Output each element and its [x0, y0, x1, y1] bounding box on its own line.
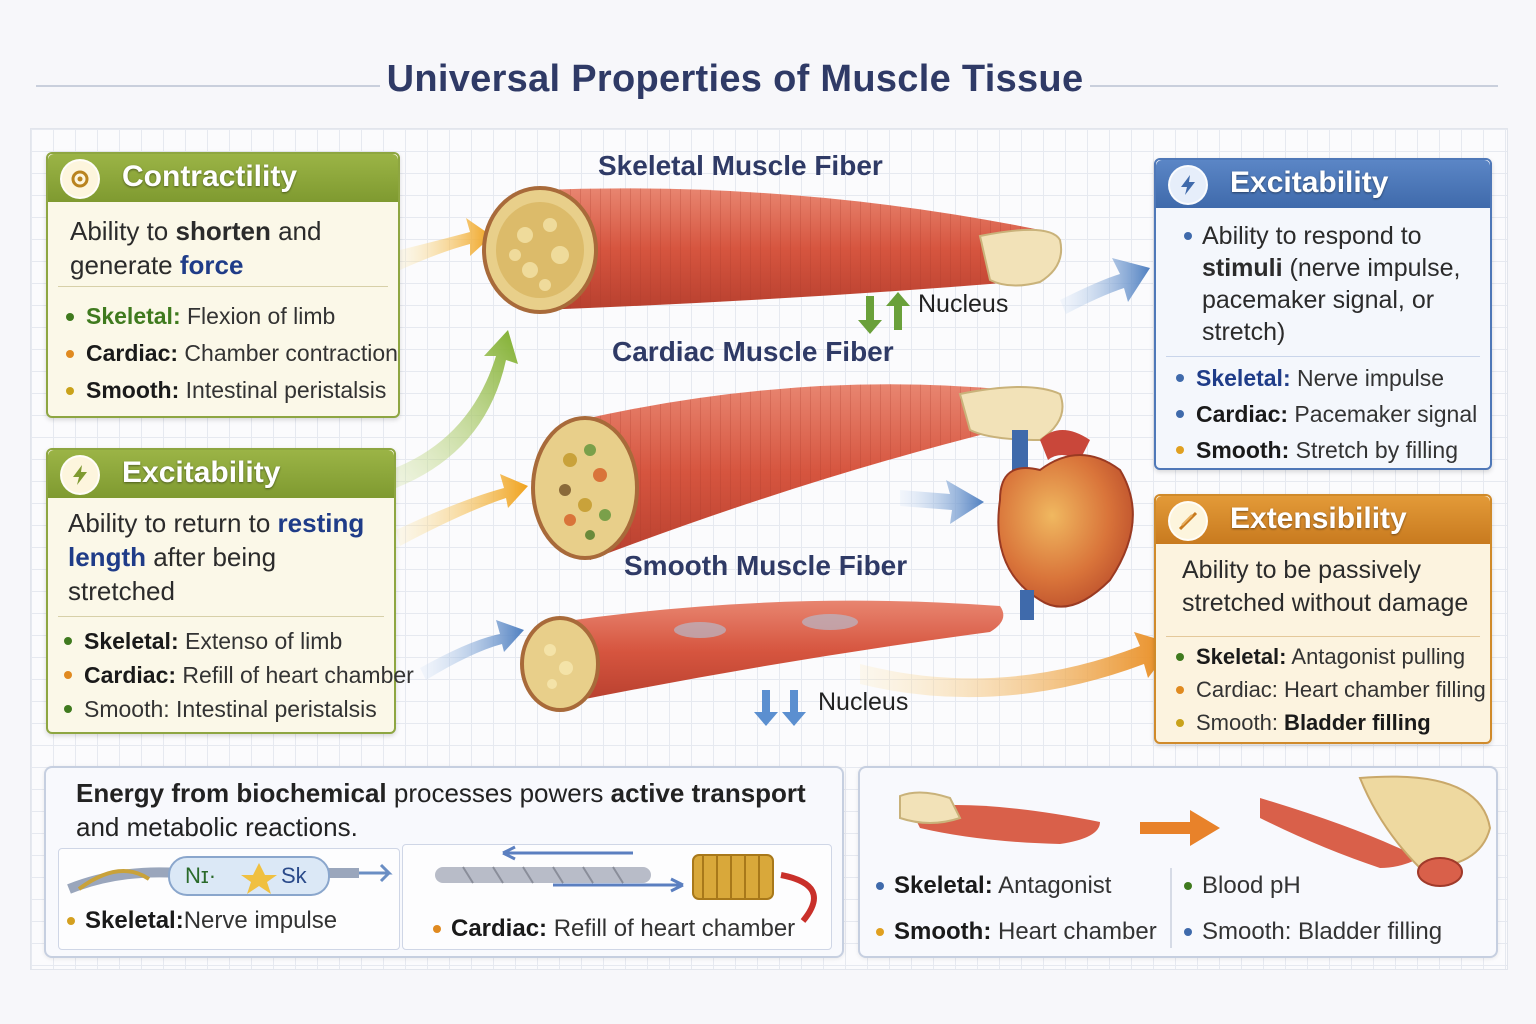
lightning-icon — [1168, 165, 1208, 205]
elasticity-description: Ability to return to resting length afte… — [68, 508, 365, 606]
nucleus-arrows-top — [858, 292, 910, 334]
stretch-icon — [1168, 501, 1208, 541]
elasticity-title: Excitability — [122, 456, 281, 489]
elasticity-list: Skeletal: Extenso of limb Cardiac: Refil… — [62, 624, 414, 726]
title-rule-left — [36, 85, 380, 87]
contractility-header: Contractility — [48, 154, 398, 202]
contractility-title: Contractility — [122, 160, 298, 193]
smooth-fiber-label: Smooth Muscle Fiber — [624, 550, 908, 581]
excitability-header: Excitability — [1156, 160, 1490, 208]
extensibility-description: Ability to be passively stretched withou… — [1182, 556, 1469, 617]
rope-image — [435, 845, 817, 923]
list-item: Smooth: Intestinal peristalsis — [64, 372, 398, 409]
energy-box: Energy from biochemical processes powers… — [44, 766, 844, 958]
nucleus-label-bottom: Nucleus — [818, 688, 909, 716]
list-item: Cardiac: Heart chamber filling — [1174, 673, 1486, 706]
arrow-to-excitability — [1060, 258, 1150, 314]
gear-icon — [60, 159, 100, 199]
list-item: Cardiac: Refill of heart chamber — [62, 658, 414, 692]
contractility-card: Contractility Ability to shorten and gen… — [46, 152, 400, 418]
stretch-illustration — [899, 775, 1492, 887]
contractility-list: Skeletal: Flexion of limb Cardiac: Chamb… — [64, 298, 398, 409]
energy-bullet-cardiac: Cardiac: Refill of heart chamber — [433, 915, 795, 943]
energy-description: Energy from biochemical processes powers… — [76, 778, 806, 842]
extensibility-card: Extensibility Ability to be passively st… — [1154, 494, 1492, 744]
list-item: Cardiac: Pacemaker signal — [1174, 396, 1477, 432]
k-ion-label: Sk — [281, 863, 307, 888]
lightning-icon — [60, 455, 100, 495]
list-item: Cardiac: Chamber contraction — [64, 335, 398, 372]
elasticity-header: Excitability — [48, 450, 394, 498]
arrow-green-up — [390, 330, 518, 488]
list-item: Skeletal: Extenso of limb — [62, 624, 414, 658]
smooth-fiber-image — [520, 600, 1004, 712]
list-item: Smooth: Stretch by filling — [1174, 432, 1477, 468]
elasticity-card: Excitability Ability to return to restin… — [46, 448, 414, 734]
extensibility-examples-box: Skeletal: Antagonist Blood pH Smooth: He… — [858, 766, 1498, 958]
ion-pump-image — [67, 856, 393, 896]
nucleus-label-top: Nucleus — [918, 290, 1009, 318]
page-title: Universal Properties of Muscle Tissue — [386, 58, 1084, 100]
example-skeletal: Skeletal: Antagonist — [876, 872, 1111, 900]
list-item: Skeletal: Flexion of limb — [64, 298, 398, 335]
cardiac-fiber-image — [531, 384, 1064, 560]
list-item: Smooth: Bladder filling — [1174, 706, 1486, 739]
skeletal-fiber-label: Skeletal Muscle Fiber — [598, 150, 883, 181]
example-smooth-bladder: Smooth: Bladder filling — [1184, 918, 1442, 946]
arrow-to-extensibility — [860, 632, 1174, 698]
arrow-to-heart — [900, 480, 984, 524]
excitability-description: Ability to respond to stimuli (nerve imp… — [1182, 220, 1502, 348]
extensibility-list: Skeletal: Antagonist pulling Cardiac: He… — [1174, 640, 1486, 739]
example-blood-ph: Blood pH — [1184, 872, 1301, 900]
list-item: Smooth: Intestinal peristalsis — [62, 692, 414, 726]
heart-image — [997, 430, 1134, 620]
list-item: Skeletal: Antagonist pulling — [1174, 640, 1486, 673]
na-ion-label: Nɪ· — [185, 863, 217, 888]
example-smooth-heart: Smooth: Heart chamber — [876, 918, 1157, 946]
excitability-list: Skeletal: Nerve impulse Cardiac: Pacemak… — [1174, 360, 1477, 468]
cardiac-fiber-label: Cardiac Muscle Fiber — [612, 336, 894, 367]
arrow-to-smooth — [420, 620, 524, 680]
arrow-to-cardiac — [396, 474, 528, 546]
nucleus-arrows-bottom — [754, 690, 806, 726]
extensibility-title: Extensibility — [1230, 502, 1407, 535]
extensibility-header: Extensibility — [1156, 496, 1490, 544]
skeletal-fiber-image — [482, 186, 1062, 314]
excitability-card: Excitability Ability to respond to stimu… — [1154, 158, 1492, 470]
list-item: Skeletal: Nerve impulse — [1174, 360, 1477, 396]
arrow-contractility — [400, 218, 492, 270]
excitability-title: Excitability — [1230, 166, 1389, 199]
contractility-description: Ability to shorten and generate force — [70, 216, 322, 280]
title-rule-right — [1090, 85, 1498, 87]
rope-panel: Cardiac: Refill of heart chamber — [402, 844, 832, 950]
title-bar: Universal Properties of Muscle Tissue — [0, 58, 1536, 110]
energy-bullet-skeletal: Skeletal:Nerve impulse — [67, 907, 337, 935]
ion-pump-panel: Nɪ· Sk Skeletal:Nerve impulse — [58, 848, 400, 950]
